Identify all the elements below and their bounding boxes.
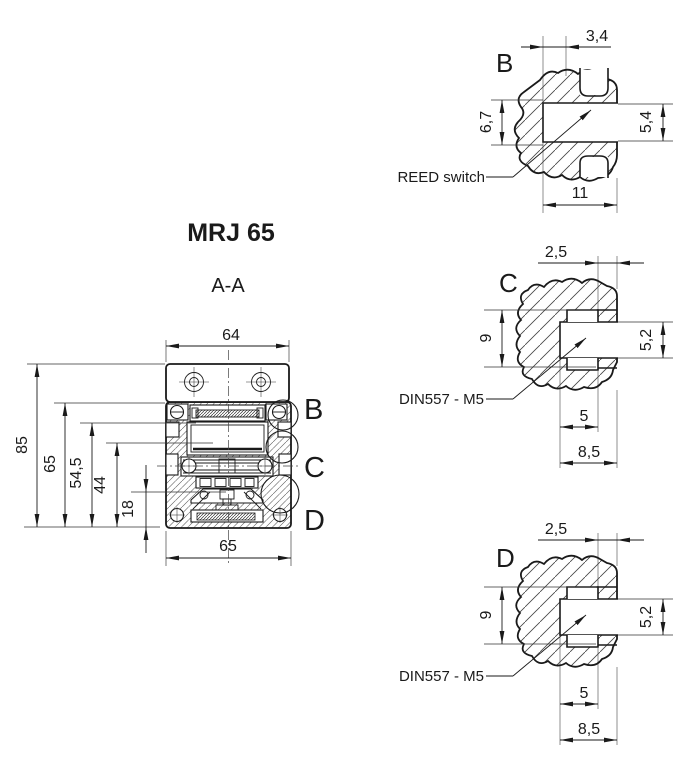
detail-circle-d — [260, 474, 300, 514]
detail-circles — [260, 399, 300, 514]
dim-c-left: 9 — [478, 333, 495, 342]
plate-screw-left — [179, 367, 209, 397]
din557-callout-c: DIN557 - M5 — [399, 391, 484, 408]
main-detail-marker-d: D — [304, 505, 325, 537]
bottom-rail — [190, 509, 264, 523]
dim-b-bottom: 11 — [572, 185, 589, 202]
centerlines — [157, 350, 300, 566]
drawing-title: MRJ 65 — [187, 219, 275, 247]
dim-d-bottom-inner: 5 — [580, 685, 589, 702]
dim-main-top-width: 64 — [222, 327, 240, 344]
dim-c-bottom-outer: 8,5 — [578, 444, 600, 461]
guide-rail — [189, 404, 266, 422]
dim-main-height-total: 85 — [14, 436, 31, 454]
detail-b-label: B — [496, 48, 513, 78]
dim-c-top: 2,5 — [545, 244, 567, 261]
reed-switch-callout: REED switch — [397, 169, 485, 186]
dim-main-height-inner: 44 — [92, 476, 109, 494]
detail-c-label: C — [499, 268, 518, 298]
piston-band — [180, 456, 274, 477]
dim-d-bottom-outer: 8,5 — [578, 721, 600, 738]
main-detail-marker-c: C — [304, 452, 325, 484]
detail-view-d: 2,5 9 5,2 5 8,5 DIN557 - M5 D — [399, 521, 673, 745]
carriage-cavity — [186, 421, 269, 456]
roller-row — [195, 476, 259, 489]
main-detail-marker-b: B — [304, 394, 323, 426]
main-dimensions: 64 65 85 65 54,5 44 18 — [14, 327, 292, 566]
dim-main-bottom-width: 65 — [219, 538, 237, 555]
main-view: 64 65 85 65 54,5 44 18 — [14, 219, 325, 566]
dim-main-height-bottom: 18 — [120, 500, 137, 518]
dim-b-right: 5,4 — [638, 111, 655, 133]
dim-main-height-mid: 54,5 — [68, 457, 85, 488]
dim-main-height-body: 65 — [42, 455, 59, 473]
dim-b-top: 3,4 — [586, 28, 608, 45]
dim-d-right: 5,2 — [638, 606, 655, 628]
dim-d-top: 2,5 — [545, 521, 567, 538]
plate-screw-right — [246, 367, 276, 397]
detail-view-b: 3,4 6,7 5,4 11 REED switch B — [397, 28, 673, 213]
dim-b-left: 6,7 — [478, 111, 495, 133]
dim-c-right: 5,2 — [638, 329, 655, 351]
detail-circle-c — [265, 430, 299, 464]
seal-yoke — [190, 488, 264, 511]
detail-circle-b — [267, 399, 299, 431]
detail-d-label: D — [496, 543, 515, 573]
detail-view-c: 2,5 9 5,2 5 8,5 DIN557 - M5 C — [399, 244, 673, 468]
dim-c-bottom-inner: 5 — [580, 408, 589, 425]
section-label: A-A — [211, 275, 245, 297]
din557-callout-d: DIN557 - M5 — [399, 668, 484, 685]
dim-d-left: 9 — [478, 610, 495, 619]
top-plate — [165, 363, 290, 403]
